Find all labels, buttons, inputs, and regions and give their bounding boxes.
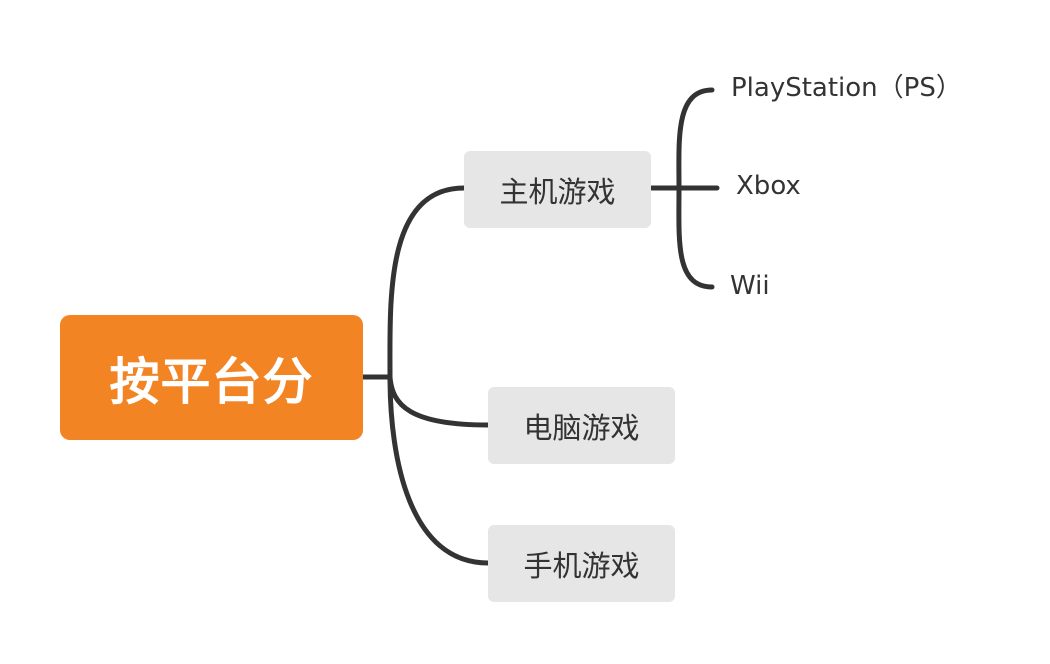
connector-root-pc (387, 374, 491, 428)
connector-root-mobile (387, 374, 491, 566)
branch-node-label: 手机游戏 (523, 548, 640, 583)
leaf-node-xbox[interactable]: Xbox (736, 171, 801, 201)
root-node[interactable]: 按平台分 (60, 315, 363, 440)
connector-console-ps (676, 87, 715, 191)
branch-node-label: 主机游戏 (499, 174, 616, 209)
leaf-node-playstation[interactable]: PlayStation（PS） (731, 73, 962, 103)
branch-node-label: 电脑游戏 (523, 410, 640, 445)
connector-root-console (387, 185, 467, 380)
branch-node-mobile-games[interactable]: 手机游戏 (488, 525, 675, 602)
branch-node-pc-games[interactable]: 电脑游戏 (488, 387, 675, 464)
leaf-node-wii[interactable]: Wii (730, 271, 770, 301)
root-node-label: 按平台分 (109, 352, 314, 411)
connector-console-wii (676, 185, 715, 290)
branch-node-console-games[interactable]: 主机游戏 (464, 151, 651, 228)
